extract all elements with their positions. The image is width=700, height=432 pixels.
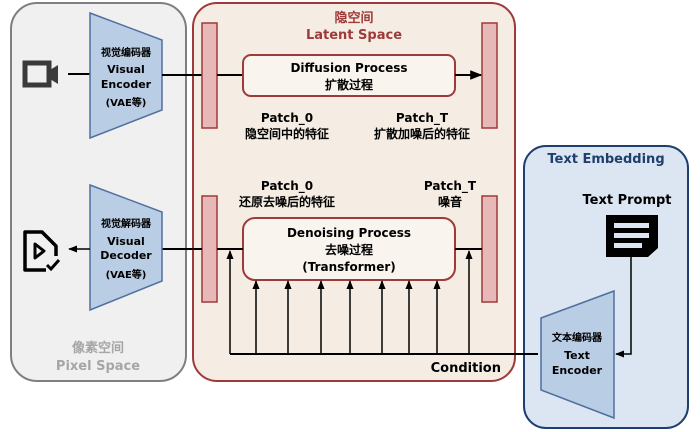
patch-0-bar-bottom [201,195,218,303]
patch-0-bar-top [201,22,218,129]
text-embedding-title: Text Embedding [547,152,664,167]
patch-0-top-zh: 隐空间中的特征 [245,126,329,141]
prompt-to-encoder-arrow [615,257,632,358]
text-encoder-en2: Encoder [552,364,603,377]
patch-0-bottom-zh: 还原去噪后的特征 [238,194,335,209]
patch-t-bottom-zh: 噪音 [438,194,462,209]
visual-decoder-en1: Visual [107,235,145,248]
denoising-process-note: (Transformer) [302,260,395,274]
visual-encoder-zh: 视觉编码器 [101,46,152,59]
patch-0-top-en: Patch_0 [261,111,313,126]
latent-space-title-zh: 隐空间 [334,10,373,26]
visual-decoder: 视觉解码器 Visual Decoder (VAE等) [89,183,163,312]
condition-label: Condition [431,361,501,376]
text-prompt-label: Text Prompt [582,193,671,208]
patch-t-top-en: Patch_T [396,111,449,126]
visual-decoder-note: (VAE等) [106,268,147,281]
text-encoder-zh: 文本编码器 [552,331,603,344]
visual-encoder-en2: Encoder [101,78,152,91]
visual-encoder-en1: Visual [107,63,145,76]
patch-t-bar-bottom [481,195,498,303]
text-encoder: 文本编码器 Text Encoder [540,289,615,420]
patch-t-top-zh: 扩散加噪后的特征 [374,126,470,141]
text-document-icon [606,215,658,257]
denoising-process-en: Denoising Process [287,226,411,240]
visual-decoder-zh: 视觉解码器 [101,217,152,230]
pixel-space-title-en: Pixel Space [56,359,140,374]
patch-0-bottom-en: Patch_0 [261,179,313,194]
pixel-space-title-zh: 像素空间 [72,340,124,356]
video-camera-icon [22,60,58,88]
patch-t-bar-top [481,22,498,129]
visual-decoder-en2: Decoder [100,249,152,262]
denoising-process-zh: 去噪过程 [325,242,373,257]
text-encoder-en1: Text [564,349,590,362]
latent-space-title-en: Latent Space [306,28,402,43]
diffusion-process-zh: 扩散过程 [325,77,373,92]
video-file-check-icon [23,230,61,272]
diffusion-process-en: Diffusion Process [290,61,407,75]
condition-lines [226,250,538,355]
patch-t-bottom-en: Patch_T [424,179,477,194]
visual-encoder: 视觉编码器 Visual Encoder (VAE等) [89,11,163,140]
visual-encoder-note: (VAE等) [106,96,147,109]
